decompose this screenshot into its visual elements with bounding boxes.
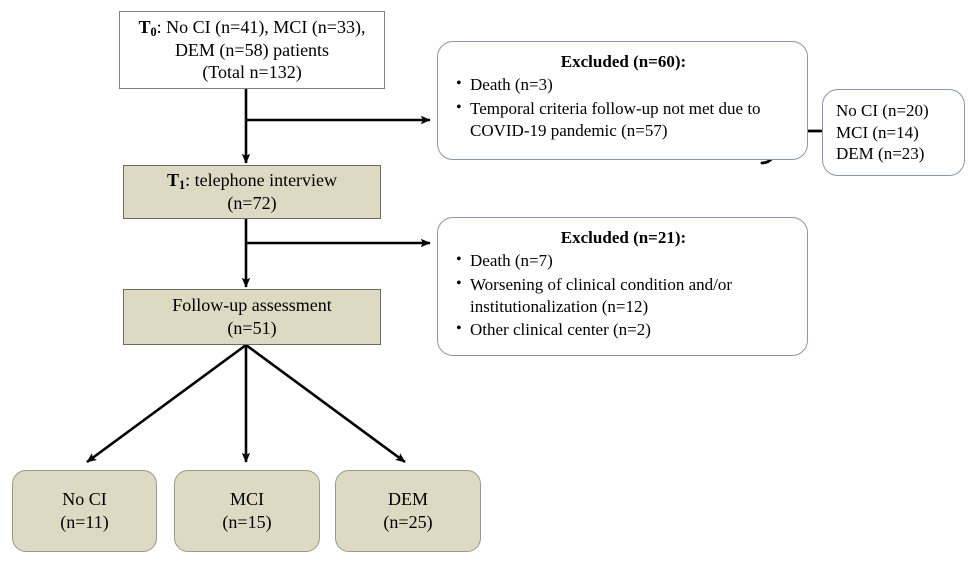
outcome-dem-count: (n=25) bbox=[383, 512, 433, 532]
followup-line1-text: Follow-up assessment bbox=[172, 295, 332, 316]
list-item: Death (n=7) bbox=[454, 249, 793, 272]
t1-line1-text: : telephone interview bbox=[185, 170, 338, 191]
excluded-60-list: Death (n=3) Temporal criteria follow-up … bbox=[454, 73, 793, 142]
baseline-cohort-box: T0: No CI (n=41), MCI (n=33), DEM (n=58)… bbox=[119, 11, 385, 89]
excluded-60-title: Excluded (n=60): bbox=[560, 52, 687, 71]
arrow-followup-to-dem bbox=[245, 343, 406, 464]
breakout-line-no-ci: No CI (n=20) bbox=[836, 101, 929, 121]
t1-line2-text: (n=72) bbox=[227, 193, 277, 213]
outcome-no-ci-label: No CI bbox=[62, 489, 107, 510]
list-item: Temporal criteria follow-up not met due … bbox=[454, 96, 793, 142]
breakout-line-mci: MCI (n=14) bbox=[836, 122, 919, 142]
outcome-dem-box: DEM (n=25) bbox=[335, 470, 481, 552]
outcome-no-ci-count: (n=11) bbox=[60, 512, 109, 532]
breakout-line-dem: DEM (n=23) bbox=[836, 144, 925, 164]
outcome-mci-label: MCI bbox=[229, 489, 264, 510]
baseline-timepoint-label: T0 bbox=[138, 16, 157, 39]
followup-line2-text: (n=51) bbox=[227, 318, 277, 338]
baseline-line3-text: (Total n=132) bbox=[202, 62, 302, 83]
list-item: Other clinical center (n=2) bbox=[454, 318, 793, 341]
excluded-21-list: Death (n=7) Worsening of clinical condit… bbox=[454, 249, 793, 341]
t1-timepoint-label: T1 bbox=[166, 170, 186, 193]
excluded-breakout-box: No CI (n=20) MCI (n=14) DEM (n=23) bbox=[822, 89, 965, 176]
arrow-followup-to-no-ci bbox=[86, 343, 247, 464]
outcome-dem-label: DEM bbox=[388, 489, 428, 510]
baseline-line1-text: : No CI (n=41), MCI (n=33), bbox=[156, 16, 366, 37]
excluded-21-box: Excluded (n=21): Death (n=7) Worsening o… bbox=[437, 217, 808, 356]
outcome-mci-box: MCI (n=15) bbox=[174, 470, 320, 552]
excluded-60-box: Excluded (n=60): Death (n=3) Temporal cr… bbox=[437, 41, 808, 160]
telephone-interview-box: T1: telephone interview (n=72) bbox=[123, 165, 381, 219]
outcome-mci-count: (n=15) bbox=[222, 512, 272, 532]
list-item: Death (n=3) bbox=[454, 73, 793, 96]
outcome-no-ci-box: No CI (n=11) bbox=[12, 470, 157, 552]
baseline-line2-text: DEM (n=58) patients bbox=[174, 39, 330, 60]
list-item: Worsening of clinical condition and/or i… bbox=[454, 272, 793, 318]
follow-up-assessment-box: Follow-up assessment (n=51) bbox=[123, 289, 381, 345]
excluded-21-title: Excluded (n=21): bbox=[560, 228, 687, 247]
